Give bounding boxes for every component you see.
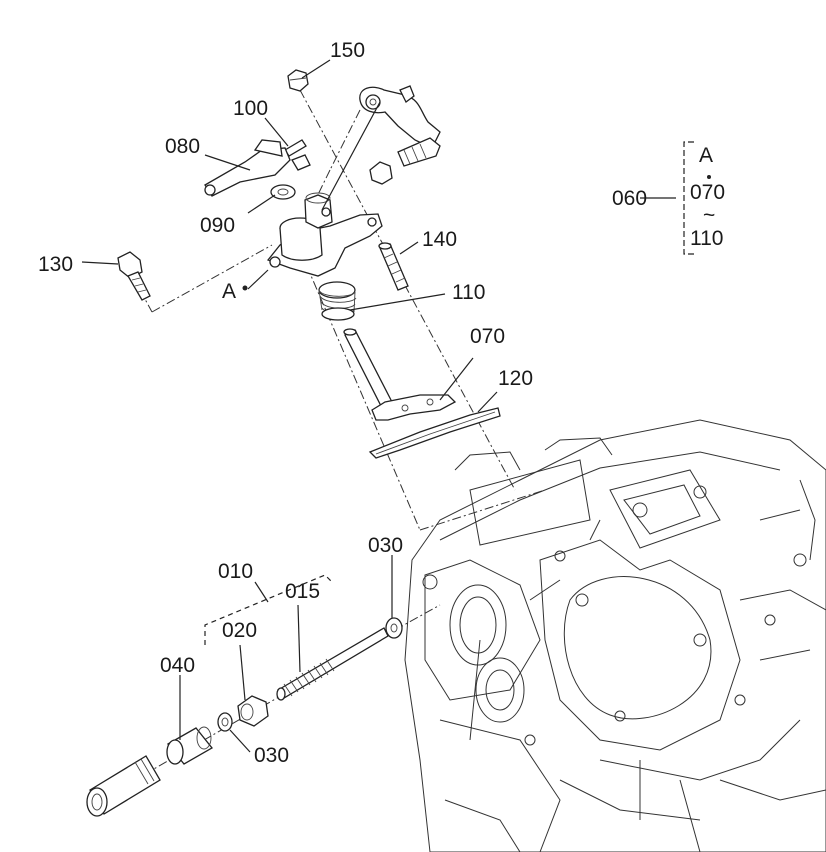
legend-ref-060: 060	[612, 187, 647, 210]
legend-tilde: ~	[703, 204, 715, 227]
label-020: 020	[222, 619, 257, 642]
part-120-gasket	[368, 407, 501, 459]
part-090-washer	[270, 184, 296, 200]
label-030-upper: 030	[368, 534, 403, 557]
sleeve	[86, 755, 161, 817]
label-090: 090	[200, 214, 235, 237]
label-040: 040	[160, 654, 195, 677]
a-marker-dot	[242, 285, 248, 291]
leader-lines	[81, 59, 676, 753]
governor-housing	[266, 192, 383, 277]
legend-brace	[683, 141, 711, 255]
part-030-washer-upper	[385, 617, 403, 639]
link-lever	[359, 85, 441, 167]
label-140: 140	[422, 228, 457, 251]
part-040-cap	[166, 726, 213, 765]
label-130: 130	[38, 253, 73, 276]
legend-from: 070	[690, 181, 725, 204]
label-120: 120	[498, 367, 533, 390]
part-labels: 150 100 080 090 130 A 140 110 070 120 03…	[38, 39, 533, 767]
legend-head-a: A	[699, 144, 713, 167]
part-015-rod	[276, 627, 389, 701]
label-070: 070	[470, 325, 505, 348]
group-010-bracket	[204, 574, 333, 645]
label-100: 100	[233, 97, 268, 120]
part-140-stud	[378, 242, 409, 291]
label-030-lower: 030	[254, 744, 289, 767]
label-a: A	[222, 280, 236, 303]
part-080-lever	[204, 139, 311, 197]
part-100-pin	[284, 139, 307, 157]
legend-to: 110	[690, 227, 723, 250]
label-080: 080	[165, 135, 200, 158]
label-150: 150	[330, 39, 365, 62]
engine-block	[404, 419, 826, 852]
part-020-nut	[237, 695, 269, 727]
small-nut	[369, 161, 393, 185]
legend: 060 A 070 ~ 110	[612, 144, 725, 250]
label-015: 015	[285, 580, 320, 603]
label-110: 110	[452, 281, 485, 304]
part-150-nut	[287, 69, 309, 92]
part-030-washer-lower	[217, 712, 233, 732]
part-110-spring	[318, 281, 357, 321]
part-070-fork-lever	[343, 328, 457, 421]
part-130-bolt	[117, 251, 151, 301]
label-010: 010	[218, 560, 253, 583]
